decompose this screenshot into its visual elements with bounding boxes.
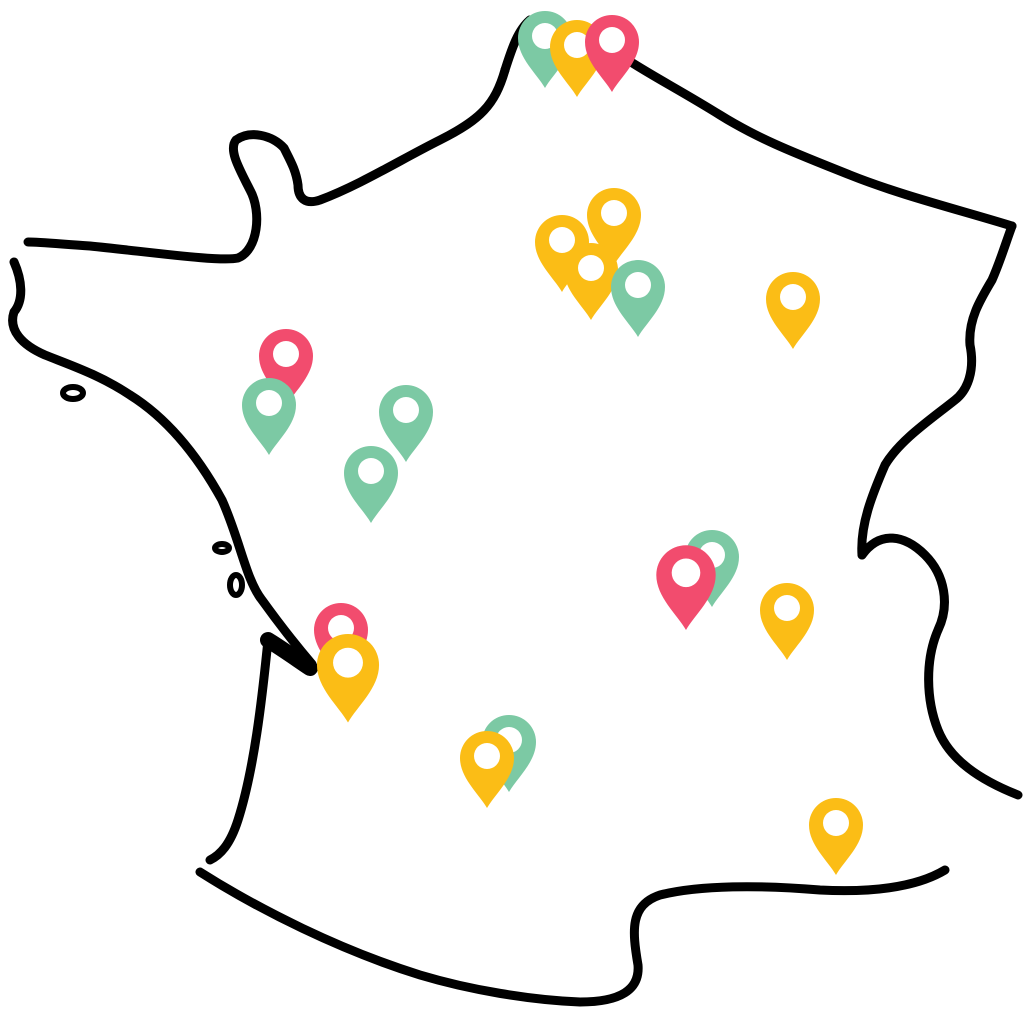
map-pin-icon[interactable] (766, 272, 820, 349)
map-pin-icon[interactable] (344, 446, 398, 523)
pin-body (460, 731, 514, 808)
pin-hole (823, 810, 849, 836)
pin-hole (601, 200, 627, 226)
map-pin-icon[interactable] (564, 243, 618, 320)
gironde-estuary (260, 632, 318, 676)
pin-body (611, 260, 665, 337)
markers-layer (242, 11, 863, 875)
pin-hole (599, 27, 625, 53)
france-border (23, 65, 510, 264)
country-outline (8, 15, 1023, 1007)
map-pin-icon[interactable] (585, 15, 639, 92)
pin-hole (358, 458, 384, 484)
pin-hole (564, 32, 590, 58)
pin-body (316, 633, 380, 723)
map-pin-icon[interactable] (460, 731, 514, 808)
pin-body (656, 545, 716, 630)
pin-hole (474, 743, 500, 769)
map-pin-icon[interactable] (242, 378, 296, 455)
pin-hole (273, 341, 299, 367)
map-pin-icon[interactable] (809, 798, 863, 875)
southern-border (195, 865, 950, 1007)
pin-body (760, 583, 814, 660)
pin-hole (393, 397, 419, 423)
pin-body (379, 385, 433, 462)
map-pin-icon[interactable] (611, 260, 665, 337)
pin-body (585, 15, 639, 92)
pin-body (809, 798, 863, 875)
pin-hole (256, 390, 282, 416)
map-pin-icon[interactable] (760, 583, 814, 660)
pin-body (564, 243, 618, 320)
pin-hole (774, 595, 800, 621)
pin-hole (333, 647, 363, 678)
pin-hole (549, 227, 575, 253)
island-west-1 (60, 384, 86, 402)
atlantic-coast (205, 635, 273, 865)
pin-hole (671, 558, 701, 588)
mediterranean-coast (857, 533, 1023, 800)
map-pin-icon[interactable] (656, 545, 716, 630)
island-west-3 (227, 572, 245, 598)
pin-body (242, 378, 296, 455)
brittany-coast (8, 257, 317, 669)
pin-hole (625, 272, 651, 298)
pin-body (766, 272, 820, 349)
pin-body (344, 446, 398, 523)
pin-hole (578, 255, 604, 281)
alps-border (857, 221, 1017, 560)
map-pin-icon[interactable] (316, 633, 380, 723)
pin-hole (780, 284, 806, 310)
map-pin-icon[interactable] (379, 385, 433, 462)
island-west-2 (212, 541, 232, 555)
